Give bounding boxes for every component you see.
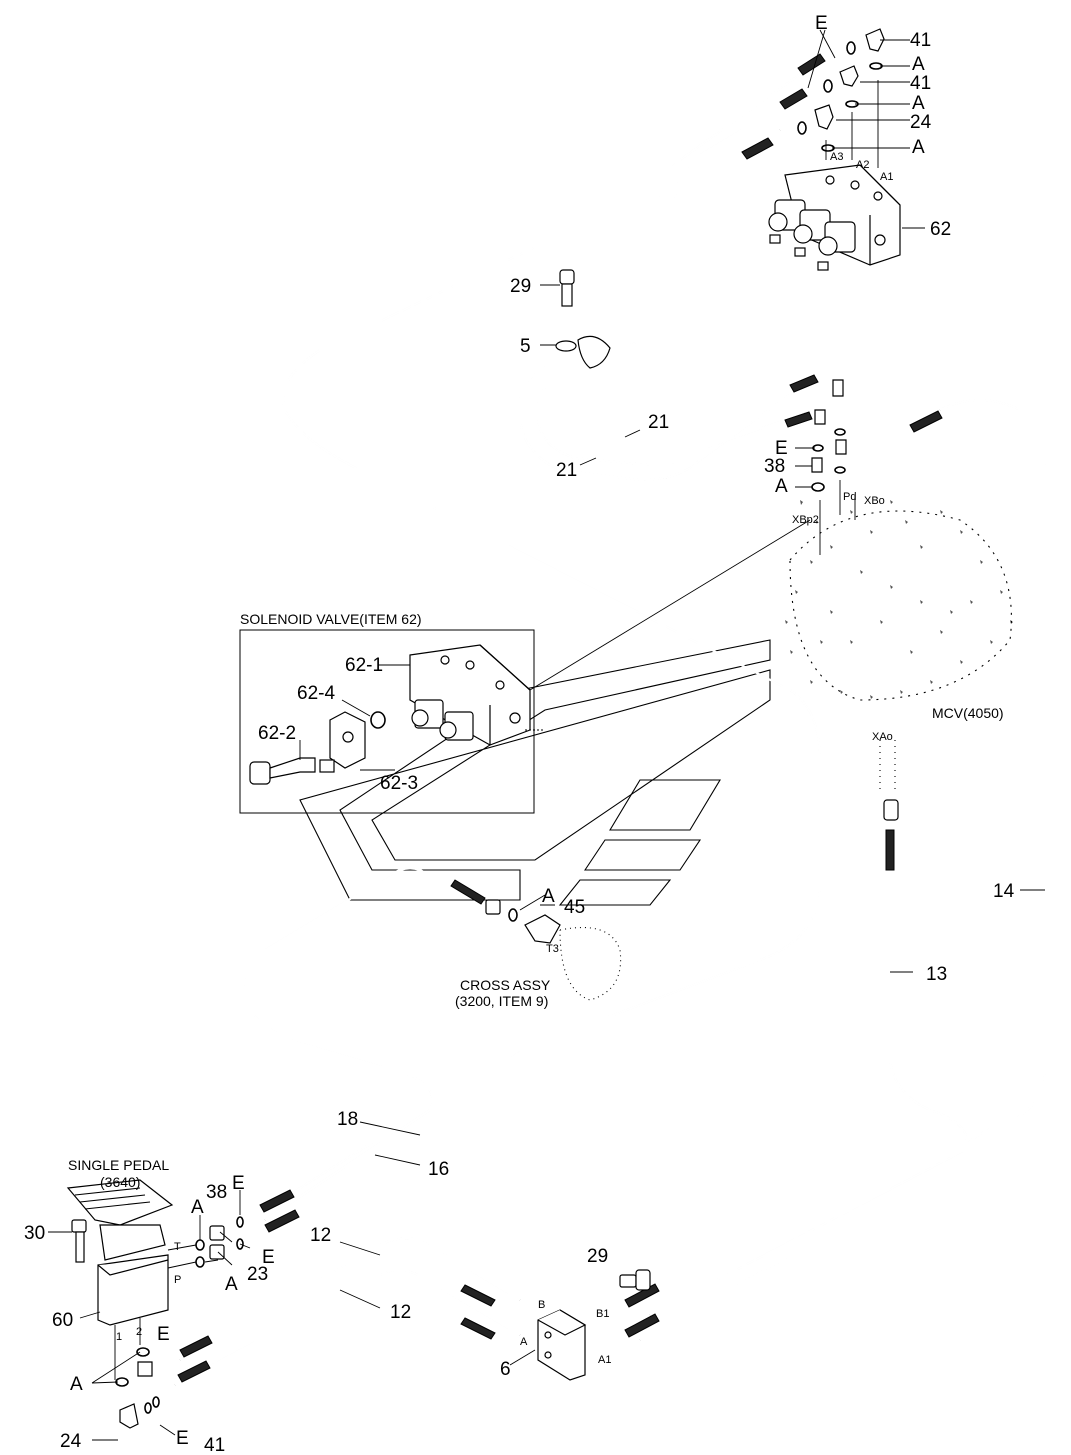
callout-e: E [262, 1247, 275, 1268]
callout-62-2: 62-2 [258, 723, 296, 744]
callout-23: 23 [247, 1264, 268, 1285]
block-6 [537, 1269, 651, 1381]
cross-assy-caption-2: (3200, ITEM 9) [455, 993, 548, 1009]
mcv-ghost [559, 500, 1013, 1001]
callout-41: 41 [910, 30, 931, 51]
callout-a: A [912, 137, 925, 158]
callout-38: 38 [206, 1182, 227, 1203]
callout-62-1: 62-1 [345, 655, 383, 676]
callout-a: A [542, 886, 555, 907]
callout-e: E [775, 438, 788, 459]
callout-62: 62 [930, 219, 951, 240]
cross-assy-caption-1: CROSS ASSY [460, 977, 551, 993]
port-label: XBo [864, 495, 885, 507]
port-label: B [538, 1299, 545, 1311]
port-label: 2 [136, 1326, 142, 1338]
cross-assy [485, 894, 561, 944]
callout-e: E [157, 1324, 170, 1345]
callout-a: A [191, 1197, 204, 1218]
mcv-caption: MCV(4050) [932, 705, 1004, 721]
port-label: A1 [880, 171, 893, 183]
single-pedal-caption-1: SINGLE PEDAL [68, 1157, 169, 1173]
callout-30: 30 [24, 1223, 45, 1244]
callout-a: A [225, 1274, 238, 1295]
callout-a: A [775, 476, 788, 497]
frame-ghost [299, 639, 771, 906]
hose-clamp [555, 269, 611, 369]
callout-38: 38 [764, 456, 785, 477]
hose-ends [177, 53, 943, 1383]
single-pedal [66, 1179, 174, 1429]
hoses [174, 59, 1047, 1386]
callout-13: 13 [926, 964, 947, 985]
solenoid-valve-62 [768, 164, 901, 271]
port-label: XBp2 [792, 514, 819, 526]
callout-16: 16 [428, 1159, 449, 1180]
callout-60: 60 [52, 1310, 73, 1331]
callout-6: 6 [500, 1359, 511, 1380]
callout-12: 12 [390, 1302, 411, 1323]
port-label: P [174, 1274, 181, 1286]
port-label: Pd [843, 491, 856, 503]
callout-62-3: 62-3 [380, 773, 418, 794]
mcv-top-fittings [795, 379, 856, 555]
callout-29: 29 [510, 276, 531, 297]
top-fittings [797, 28, 910, 168]
port-label: A3 [830, 151, 843, 163]
callout-a: A [912, 54, 925, 75]
callout-5: 5 [520, 336, 531, 357]
callout-21: 21 [556, 460, 577, 481]
port-label: A2 [856, 159, 869, 171]
callout-29: 29 [587, 1246, 608, 1267]
pedal-fittings [167, 1216, 244, 1269]
callout-24: 24 [60, 1431, 82, 1452]
port-label: 1 [116, 1331, 122, 1343]
callout-14: 14 [993, 881, 1015, 902]
callout-e: E [815, 13, 828, 34]
port-label: B1 [596, 1308, 609, 1320]
callout-41: 41 [910, 73, 931, 94]
port-label: A [520, 1336, 528, 1348]
callout-41: 41 [204, 1435, 225, 1455]
callout-62-4: 62-4 [297, 683, 335, 704]
callout-12: 12 [310, 1225, 331, 1246]
callout-e: E [176, 1428, 189, 1449]
port-label: XAo [872, 731, 893, 743]
solenoid-valve-inset [239, 519, 811, 814]
callout-45: 45 [564, 897, 585, 918]
port-label: T3 [546, 943, 559, 955]
callout-18: 18 [337, 1109, 358, 1130]
port-label: A1 [598, 1354, 611, 1366]
callout-a: A [912, 93, 925, 114]
port-label: T [174, 1241, 181, 1253]
solenoid-valve-caption: SOLENOID VALVE(ITEM 62) [240, 611, 422, 627]
callout-a: A [70, 1374, 83, 1395]
mcv-lower-fitting [883, 799, 899, 821]
callout-e: E [232, 1173, 245, 1194]
leader-lines [48, 39, 1045, 1441]
single-pedal-caption-2: (3640) [100, 1174, 140, 1190]
callout-21: 21 [648, 412, 669, 433]
callout-24: 24 [910, 112, 932, 133]
